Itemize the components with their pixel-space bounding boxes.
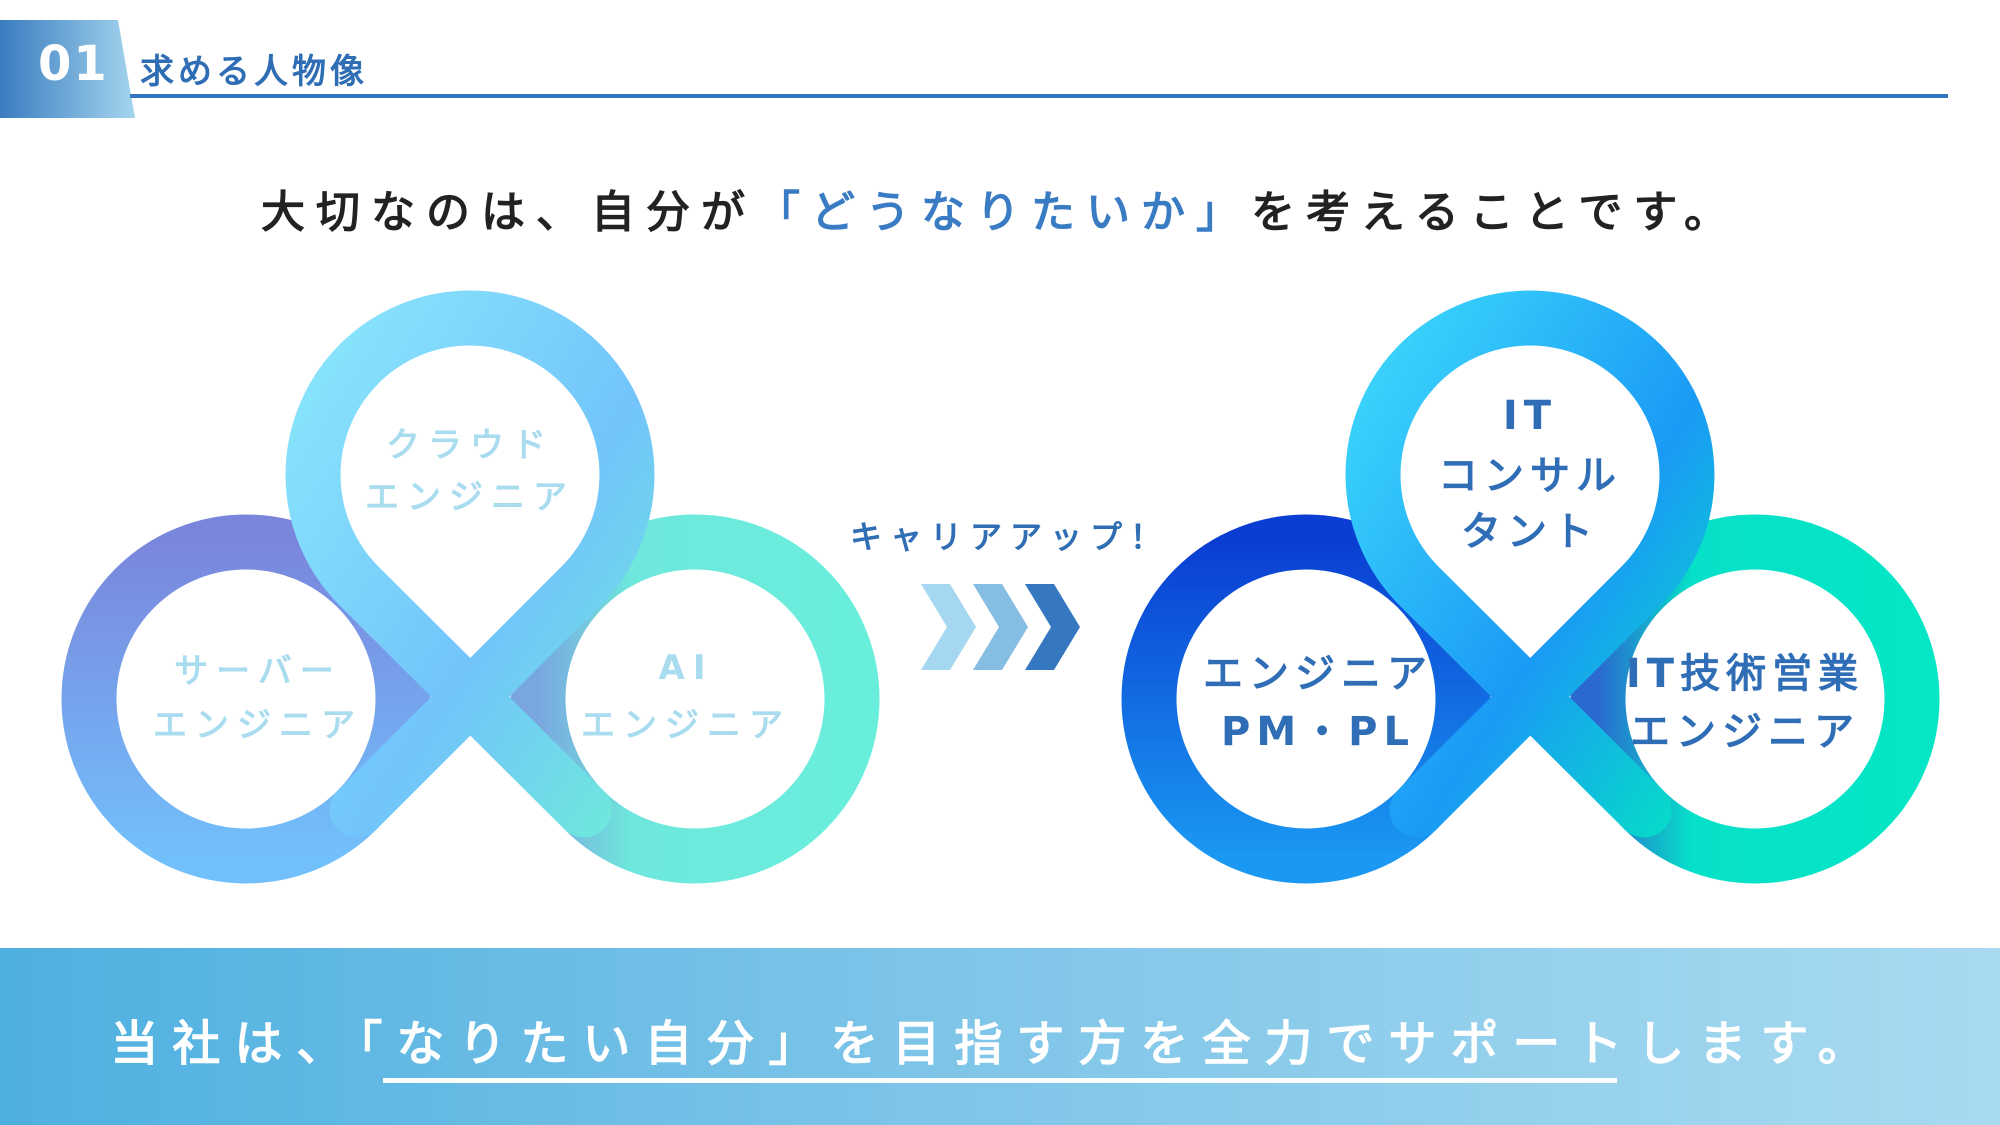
current-role-top-line1: クラウド <box>386 425 554 466</box>
section-number: 01 <box>38 36 109 92</box>
future-roles-knot <box>1121 290 1940 884</box>
current-role-right-line2: エンジニア <box>581 705 791 746</box>
current-roles-knot <box>61 290 880 884</box>
current-role-left-line2: エンジニア <box>153 705 363 746</box>
knot-loop-top <box>285 290 655 838</box>
current-role-left-line1: サーバー <box>174 651 342 692</box>
knot-loop-left <box>1121 514 1491 884</box>
chevron-icon <box>1025 584 1080 670</box>
section-badge <box>0 20 135 118</box>
current-role-top-line2: エンジニア <box>365 477 575 518</box>
footer-message: 当社は、「なりたい自分」を目指す方を全力でサポートします。 <box>110 1016 1880 1072</box>
headline-before: 大切なのは、自分が <box>261 187 757 238</box>
knot-loop-right <box>510 514 880 884</box>
knot-loop-right <box>1570 514 1940 884</box>
future-role-left-line1: エンジニア <box>1203 651 1433 697</box>
chevron-arrows-icon <box>921 584 1080 670</box>
chevron-icon <box>921 584 976 670</box>
header-divider <box>130 94 1948 98</box>
future-role-top-line1: IT <box>1502 393 1558 439</box>
knot-loop-left <box>61 514 431 884</box>
knot-loop-top <box>1345 290 1715 838</box>
current-role-right-line1: AI <box>658 648 714 688</box>
future-role-top-line2: コンサル <box>1438 453 1622 499</box>
footer-underline <box>383 1078 1617 1083</box>
future-role-top-line3: タント <box>1461 509 1599 555</box>
chevron-icon <box>973 584 1028 670</box>
headline: 大切なのは、自分が「どうなりたいか」を考えることです。 <box>0 176 2000 240</box>
headline-after: を考えることです。 <box>1251 187 1739 238</box>
section-title: 求める人物像 <box>140 52 368 92</box>
footer-band <box>0 948 2000 1125</box>
future-role-right-line2: エンジニア <box>1630 709 1860 755</box>
headline-highlight: 「どうなりたいか」 <box>756 187 1252 238</box>
future-role-right-line1: IT技術営業 <box>1625 651 1865 697</box>
future-role-left-line2: PM・PL <box>1221 709 1415 755</box>
career-up-label: キャリアアップ！ <box>850 518 1171 556</box>
